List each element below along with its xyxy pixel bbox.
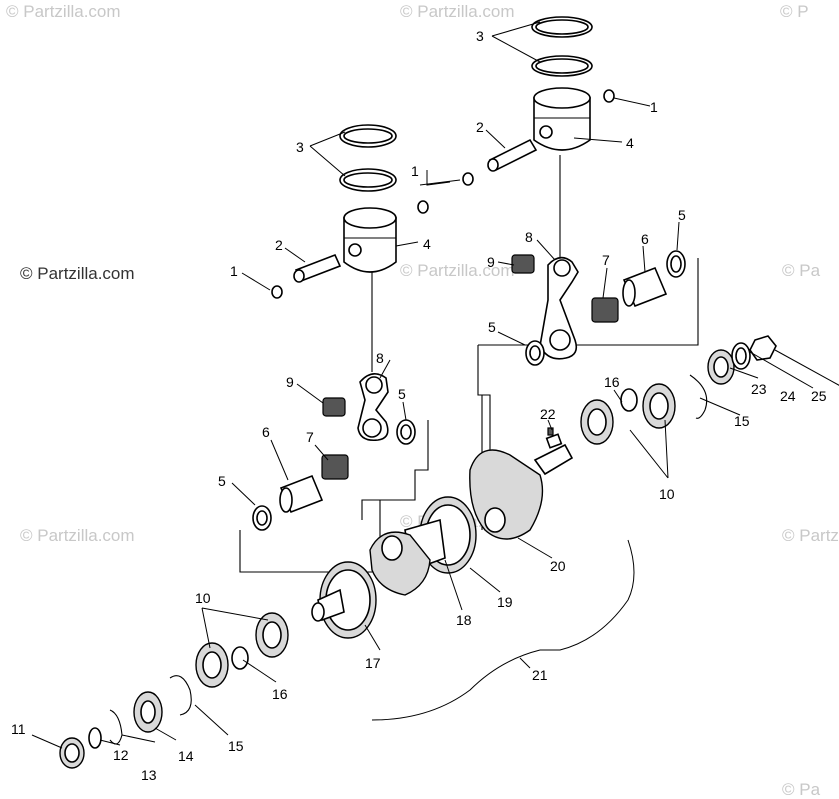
callout-15: 15 bbox=[228, 738, 244, 754]
piston-assembly-left bbox=[252, 124, 429, 531]
watermark-left: © Partzilla.com bbox=[20, 264, 135, 283]
callout-7: 7 bbox=[306, 429, 314, 445]
callout-25: 25 bbox=[811, 388, 827, 404]
callout-8: 8 bbox=[525, 229, 533, 245]
callout-4: 4 bbox=[626, 135, 634, 151]
callout-1: 1 bbox=[230, 263, 238, 279]
callout-5: 5 bbox=[488, 319, 496, 335]
callout-16: 16 bbox=[604, 374, 620, 390]
callout-16: 16 bbox=[272, 686, 288, 702]
callout-5: 5 bbox=[218, 473, 226, 489]
callout-1: 1 bbox=[411, 163, 419, 179]
watermark-bottom-right: © Pa bbox=[782, 780, 821, 799]
woodruff-key-icon bbox=[547, 427, 554, 436]
callout-18: 18 bbox=[456, 612, 472, 628]
nut-icon bbox=[749, 335, 777, 361]
callout-17: 17 bbox=[365, 655, 381, 671]
snap-ring-icon bbox=[169, 675, 192, 716]
callout-14: 14 bbox=[178, 748, 194, 764]
circlip-icon bbox=[417, 200, 429, 214]
leader-lines bbox=[31, 21, 839, 749]
needle-bearing-icon bbox=[511, 254, 535, 274]
circlip-icon bbox=[603, 89, 615, 103]
needle-bearing-icon bbox=[321, 454, 349, 480]
watermark-top-right: © P bbox=[780, 2, 809, 21]
snap-ring-icon bbox=[109, 709, 123, 745]
callout-labels: 3 1 4 2 1 3 4 2 1 8 9 6 5 7 5 8 9 5 7 6 … bbox=[11, 28, 827, 783]
callout-22: 22 bbox=[540, 406, 556, 422]
callout-12: 12 bbox=[113, 747, 129, 763]
callout-6: 6 bbox=[262, 424, 270, 440]
o-ring-icon bbox=[231, 646, 249, 670]
watermark-lower-left: © Partzilla.com bbox=[20, 526, 135, 545]
o-ring-icon bbox=[88, 727, 102, 749]
watermark-top-left: © Partzilla.com bbox=[6, 2, 121, 21]
watermark-lower-right: © Partzilla.com bbox=[782, 526, 839, 545]
callout-8: 8 bbox=[376, 350, 384, 366]
needle-bearing-icon bbox=[591, 297, 619, 323]
callout-2: 2 bbox=[275, 237, 283, 253]
callout-20: 20 bbox=[550, 558, 566, 574]
callout-5: 5 bbox=[678, 207, 686, 223]
callout-23: 23 bbox=[751, 381, 767, 397]
right-side-bearings bbox=[580, 335, 777, 445]
needle-bearing-icon bbox=[322, 397, 346, 417]
callout-9: 9 bbox=[487, 254, 495, 270]
snap-ring-icon bbox=[689, 374, 708, 419]
callout-10: 10 bbox=[195, 590, 211, 606]
watermark-right: © Pa bbox=[782, 261, 821, 280]
callout-1: 1 bbox=[650, 99, 658, 115]
watermark-top-center: © Partzilla.com bbox=[400, 2, 515, 21]
assembly-bracket bbox=[371, 539, 635, 721]
piston-icon bbox=[343, 217, 397, 273]
piston-assembly-right bbox=[462, 16, 686, 366]
callout-24: 24 bbox=[780, 388, 796, 404]
circlip-icon bbox=[462, 172, 474, 186]
watermark-center: © Partzilla.com bbox=[400, 261, 515, 280]
callout-11: 11 bbox=[11, 721, 26, 737]
callout-21: 21 bbox=[532, 667, 548, 683]
callout-4: 4 bbox=[423, 236, 431, 252]
callout-6: 6 bbox=[641, 231, 649, 247]
left-side-bearings bbox=[59, 612, 289, 769]
callout-2: 2 bbox=[476, 119, 484, 135]
callout-9: 9 bbox=[286, 374, 294, 390]
o-ring-icon bbox=[620, 388, 638, 412]
callout-19: 19 bbox=[497, 594, 513, 610]
callout-3: 3 bbox=[296, 139, 304, 155]
crankshaft bbox=[311, 427, 574, 639]
callout-10: 10 bbox=[659, 486, 675, 502]
callout-3: 3 bbox=[476, 28, 484, 44]
circlip-icon bbox=[271, 285, 283, 299]
callout-15: 15 bbox=[734, 413, 750, 429]
callout-7: 7 bbox=[602, 252, 610, 268]
callout-5: 5 bbox=[398, 386, 406, 402]
callout-13: 13 bbox=[141, 767, 157, 783]
